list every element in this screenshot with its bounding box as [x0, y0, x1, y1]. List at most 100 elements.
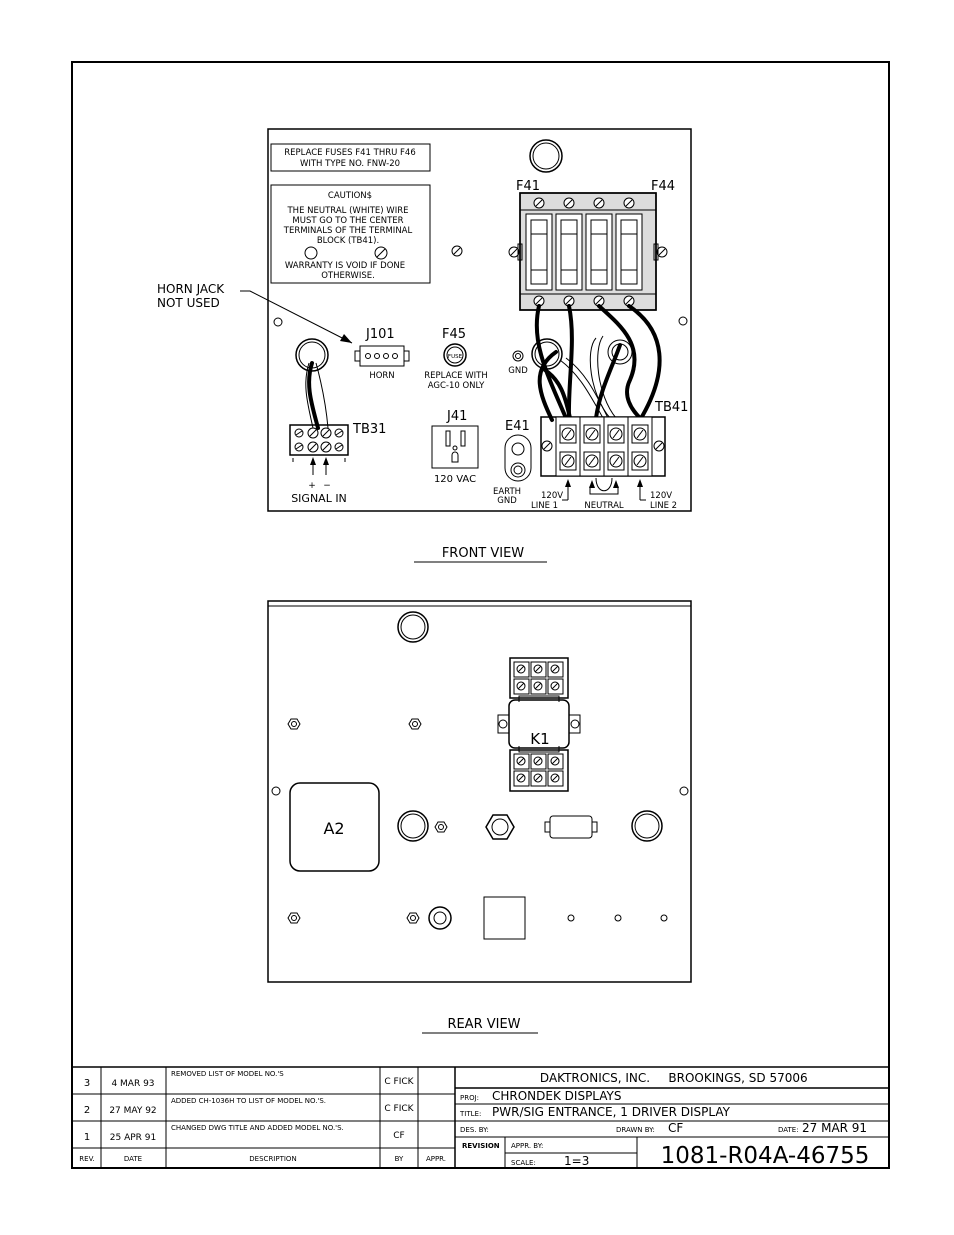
scale-label: SCALE: [511, 1159, 536, 1167]
scale-value: 1=3 [564, 1154, 589, 1168]
rev-header-date: DATE [124, 1155, 142, 1163]
label-gnd: GND [508, 366, 528, 376]
drawing-title: PWR/SIG ENTRANCE, 1 DRIVER DISPLAY [492, 1105, 731, 1119]
horn-jack-leader [240, 290, 353, 344]
label-j101: J101 [365, 327, 395, 342]
rear-hex-nut [287, 912, 301, 924]
earth-ground-e41 [504, 434, 532, 482]
label-e41: E41 [505, 419, 530, 434]
fuse-holder-f45: FUSE [443, 343, 467, 367]
horn-jack-j101 [354, 345, 410, 367]
proj-label: PROJ: [460, 1094, 479, 1102]
label-f41: F41 [516, 179, 540, 194]
fuse-note-line-1: REPLACE FUSES F41 THRU F46 [284, 148, 416, 158]
rev-row-2-description: ADDED CH-1036H TO LIST OF MODEL NO.'S. [171, 1097, 326, 1105]
rear-mount-hole-right [679, 786, 689, 796]
front-panel-outline [267, 128, 692, 512]
front-mount-hole-right [678, 316, 688, 326]
receptacle-j41 [431, 425, 479, 469]
horn-jack-note-line-2: NOT USED [157, 296, 220, 310]
label-signal-in: SIGNAL IN [291, 492, 347, 505]
signal-plus: + [308, 481, 316, 491]
front-mount-hole-left [273, 317, 283, 327]
company-name: DAKTRONICS, INC. [540, 1071, 650, 1085]
signal-minus: − [323, 481, 331, 491]
label-horn: HORN [369, 371, 394, 381]
label-f44: F44 [651, 179, 675, 194]
label-a2: A2 [323, 819, 344, 838]
drawing-date: 27 MAR 91 [802, 1121, 867, 1135]
rear-mount-hole-left [271, 786, 281, 796]
rev-row-1-date: 4 MAR 93 [111, 1079, 154, 1089]
rev-row-3-rev: 1 [84, 1132, 90, 1143]
rear-hex-nut [434, 821, 448, 833]
revision-table: 3 4 MAR 93 REMOVED LIST OF MODEL NO.'S C… [72, 1066, 889, 1168]
rev-row-1-by: C FICK [384, 1077, 414, 1087]
rear-small-hole [660, 914, 668, 922]
rear-view-panel: K1 A2 [267, 600, 692, 983]
caution-heading: CAUTION$ [328, 191, 372, 201]
replace-note-line-1: REPLACE WITH [424, 371, 488, 381]
title-label: TITLE: [459, 1110, 481, 1118]
caution-box: CAUTION$ THE NEUTRAL (WHITE) WIRE MUST G… [270, 184, 431, 284]
terminal-block-tb41 [540, 416, 666, 477]
module-a2 [289, 782, 380, 872]
rear-small-hole [614, 914, 622, 922]
label-earth-gnd: GND [497, 496, 517, 506]
fuse-cap-text: FUSE [448, 354, 463, 360]
rev-row-3-date: 25 APR 91 [110, 1133, 156, 1143]
revision-label: REVISION [462, 1142, 500, 1150]
signal-wire-white [315, 362, 329, 429]
signal-in-arrows [310, 457, 329, 475]
caution-line-3: TERMINALS OF THE TERMINAL [283, 226, 413, 236]
replace-note-line-2: AGC-10 ONLY [428, 381, 485, 391]
rear-top-hole [397, 611, 429, 643]
rev-row-3-by: CF [393, 1131, 404, 1141]
rear-view-title: REAR VIEW [447, 1017, 520, 1032]
appr-by-label: APPR. BY: [511, 1142, 543, 1150]
label-tb31: TB31 [352, 422, 386, 437]
label-line2-volt: 120V [650, 491, 672, 501]
front-top-hole [529, 139, 563, 173]
caution-hole [304, 246, 318, 260]
label-line1: LINE 1 [531, 501, 558, 511]
fuse-note-line-2: WITH TYPE NO. FNW-20 [300, 159, 400, 169]
rev-header-description: DESCRIPTION [249, 1155, 296, 1163]
caution-line-4: BLOCK (TB41). [317, 236, 379, 246]
caution-line-6: OTHERWISE. [321, 271, 375, 281]
rev-row-2-date: 27 MAY 92 [109, 1106, 156, 1116]
caution-line-1: THE NEUTRAL (WHITE) WIRE [286, 206, 408, 216]
label-f45: F45 [442, 327, 466, 342]
front-view-panel: REPLACE FUSES F41 THRU F46 WITH TYPE NO.… [157, 128, 692, 512]
front-screw [451, 245, 463, 257]
signal-wire-black [307, 361, 320, 430]
rev-row-3-description: CHANGED DWG TITLE AND ADDED MODEL NO.'S. [171, 1124, 344, 1132]
drawing-number: 1081-R04A-46755 [661, 1143, 870, 1169]
label-j41: J41 [446, 409, 467, 424]
horn-jack-note-line-1: HORN JACK [157, 282, 225, 296]
front-cable-clamp [607, 339, 633, 365]
rear-hole-center [397, 810, 429, 842]
rev-header-by: BY [395, 1155, 404, 1163]
des-by-label: DES. BY: [460, 1126, 489, 1134]
rear-square-cutout [483, 896, 526, 940]
power-wires [534, 304, 662, 422]
company-location: BROOKINGS, SD 57006 [668, 1071, 807, 1085]
sheet-border [71, 61, 890, 1169]
rev-row-2-by: C FICK [384, 1104, 414, 1114]
fuse-block-f41-f44 [508, 192, 668, 311]
caution-line-5: WARRANTY IS VOID IF DONE [285, 261, 405, 271]
label-tb41: TB41 [654, 400, 688, 415]
label-line2: LINE 2 [650, 501, 677, 511]
title-block: DAKTRONICS, INC. BROOKINGS, SD 57006 PRO… [455, 1071, 889, 1169]
rev-row-1-rev: 3 [84, 1078, 90, 1089]
gnd-stud [512, 350, 524, 362]
label-line1-volt: 120V [541, 491, 563, 501]
relay-k1 [497, 657, 581, 792]
tb41-input-leaders [562, 477, 646, 501]
rear-connector [544, 815, 598, 839]
caution-line-2: MUST GO TO THE CENTER [292, 216, 403, 226]
rear-hex-nut [408, 718, 422, 730]
label-neutral: NEUTRAL [584, 501, 624, 511]
